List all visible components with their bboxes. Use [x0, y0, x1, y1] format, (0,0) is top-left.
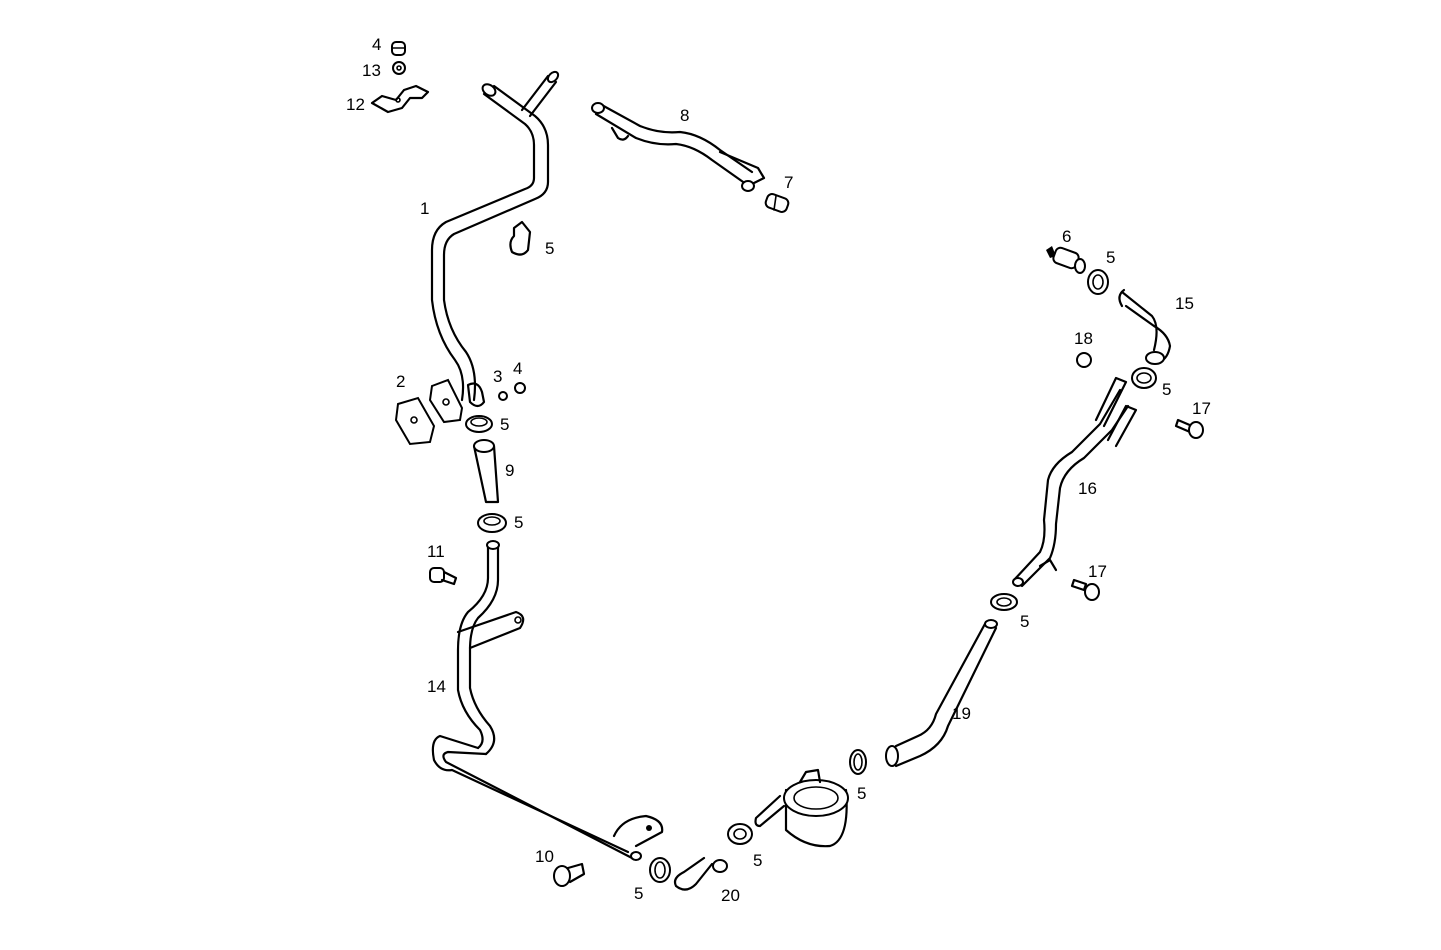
nut-icon [1076, 352, 1092, 368]
hose-clamp-icon [727, 823, 753, 845]
pipe-part-8 [591, 102, 766, 192]
hose-part-15 [1118, 288, 1172, 365]
callout-14: 14 [427, 677, 446, 696]
bolt-icon [553, 862, 586, 887]
callout-18: 18 [1074, 329, 1093, 348]
hose-part-20 [673, 856, 728, 891]
callout-3: 3 [493, 367, 503, 386]
hose-part-19 [885, 619, 998, 768]
callout-13: 13 [362, 61, 381, 80]
hose-clamp-icon [649, 857, 671, 883]
callout-17: 17 [1088, 562, 1107, 581]
callout-5: 5 [857, 784, 867, 803]
callout-12: 12 [346, 95, 365, 114]
callout-16: 16 [1078, 479, 1097, 498]
cooler-housing-icon [754, 768, 849, 848]
callout-19: 19 [952, 704, 971, 723]
hose-part-9 [472, 439, 500, 504]
nut-icon [514, 382, 526, 394]
washer-icon [392, 61, 406, 75]
callout-2: 2 [396, 372, 406, 391]
hose-clamp-icon [1131, 367, 1157, 389]
hose-clamp-icon [509, 220, 532, 256]
callout-1: 1 [420, 199, 430, 218]
callout-5: 5 [514, 513, 524, 532]
callout-5: 5 [1162, 380, 1172, 399]
hose-clamp-icon [1087, 269, 1109, 295]
washer-icon [498, 391, 508, 401]
flange-gasket-icon [394, 378, 464, 446]
callout-5: 5 [753, 851, 763, 870]
callout-20: 20 [721, 886, 740, 905]
fitting-icon [764, 193, 790, 213]
upper-pipe-part-1 [430, 70, 560, 408]
callout-4: 4 [513, 359, 523, 378]
callout-15: 15 [1175, 294, 1194, 313]
callout-4: 4 [372, 35, 382, 54]
hose-clamp-icon [849, 749, 867, 775]
nut-icon [391, 41, 406, 56]
callout-5: 5 [1106, 248, 1116, 267]
pipe-part-16 [1012, 376, 1138, 588]
temperature-sender-icon [1046, 246, 1086, 274]
callout-10: 10 [535, 847, 554, 866]
hose-clamp-icon [990, 593, 1018, 611]
callout-11: 11 [427, 542, 445, 561]
callout-5: 5 [545, 239, 555, 258]
hose-clamp-icon [465, 415, 493, 433]
callout-6: 6 [1062, 227, 1072, 246]
callout-17: 17 [1192, 399, 1211, 418]
lower-pipe-part-14 [431, 540, 664, 861]
callout-7: 7 [784, 173, 794, 192]
hose-clamp-icon [477, 513, 507, 533]
bolt-icon [1174, 418, 1204, 439]
callout-9: 9 [505, 461, 515, 480]
bracket-icon [370, 84, 430, 114]
bolt-icon [429, 567, 458, 586]
callout-5: 5 [1020, 612, 1030, 631]
bolt-icon [1070, 578, 1100, 601]
callout-5: 5 [500, 415, 510, 434]
callout-8: 8 [680, 106, 690, 125]
callout-5: 5 [634, 884, 644, 903]
